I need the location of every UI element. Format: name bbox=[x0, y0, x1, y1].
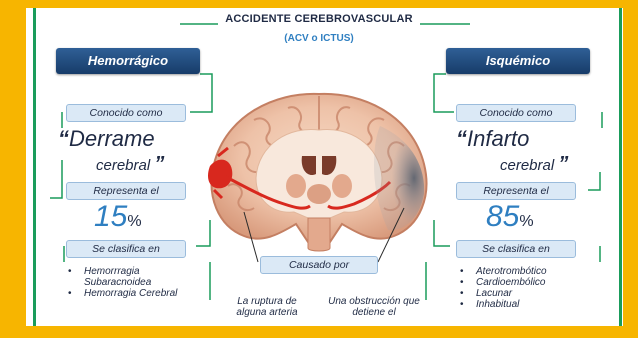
list-item: Hemorrragia Subaracnoidea bbox=[66, 266, 196, 288]
hemorrhagic-heading: Hemorrágico bbox=[56, 48, 200, 74]
right-known-as: Conocido como bbox=[456, 104, 576, 122]
left-known-as: Conocido como bbox=[66, 104, 186, 122]
left-percent-sign: % bbox=[127, 213, 142, 230]
open-quote-right: “ bbox=[456, 126, 467, 151]
hemorrhagic-types-list: Hemorrragia Subaracnoidea Hemorragia Cer… bbox=[66, 266, 196, 299]
close-quote-right: ” bbox=[558, 153, 569, 175]
subtitle: (ACV o ICTUS) bbox=[284, 33, 354, 44]
left-percent: 15% bbox=[94, 200, 142, 234]
right-quote-word2: cerebral bbox=[500, 157, 555, 174]
right-percent: 85% bbox=[486, 200, 534, 234]
left-quote-line1: “Derrame bbox=[58, 126, 155, 152]
left-border-line bbox=[33, 8, 36, 326]
ischemic-heading: Isquémico bbox=[446, 48, 590, 74]
right-classified: Se clasifica en bbox=[456, 240, 576, 258]
close-quote-left: ” bbox=[154, 153, 165, 175]
left-classified: Se clasifica en bbox=[66, 240, 186, 258]
ischemic-types-list: Aterotrombótico Cardioembólico Lacunar I… bbox=[458, 266, 588, 310]
right-percent-value: 85 bbox=[486, 200, 520, 233]
right-quote-line2: cerebral ” bbox=[500, 153, 568, 176]
right-quote-word1: Infarto bbox=[467, 126, 530, 151]
list-item: Lacunar bbox=[458, 288, 588, 299]
caused-by-box: Causado por bbox=[260, 256, 378, 274]
left-cause-text: La ruptura de alguna arteria bbox=[236, 296, 298, 318]
left-percent-value: 15 bbox=[94, 200, 128, 233]
open-quote-left: “ bbox=[58, 126, 69, 151]
right-percent-sign: % bbox=[519, 213, 534, 230]
left-quote-line2: cerebral ” bbox=[96, 153, 164, 176]
list-item: Aterotrombótico bbox=[458, 266, 588, 277]
bottom-frame-strip bbox=[0, 326, 638, 338]
right-represents: Representa el bbox=[456, 182, 576, 200]
right-quote-line1: “Infarto bbox=[456, 126, 529, 152]
left-quote-word1: Derrame bbox=[69, 126, 155, 151]
left-represents: Representa el bbox=[66, 182, 186, 200]
list-item: Hemorragia Cerebral bbox=[66, 288, 196, 299]
main-title: ACCIDENTE CEREBROVASCULAR bbox=[225, 13, 413, 25]
brain-illustration bbox=[208, 92, 428, 252]
list-item: Cardioembólico bbox=[458, 277, 588, 288]
list-item: Inhabitual bbox=[458, 299, 588, 310]
right-cause-text: Una obstrucción que detiene el bbox=[328, 296, 420, 318]
left-quote-word2: cerebral bbox=[96, 157, 151, 174]
right-border-line bbox=[619, 8, 622, 326]
